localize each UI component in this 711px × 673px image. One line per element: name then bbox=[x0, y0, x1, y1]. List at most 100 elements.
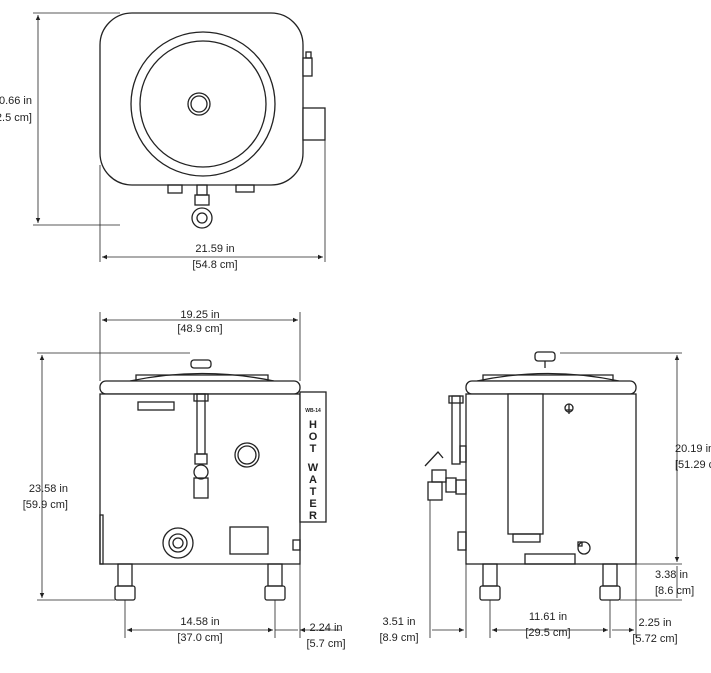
front-side-strip bbox=[99, 514, 104, 565]
top-faucet-stem bbox=[196, 184, 208, 196]
side-foot-left bbox=[479, 585, 501, 601]
front-leg-offset-cm-label: [5.7 cm] bbox=[306, 638, 345, 650]
panel-letter-t2: T bbox=[310, 486, 317, 498]
side-gauge-bracket bbox=[459, 445, 467, 463]
front-leg-right bbox=[267, 563, 283, 587]
side-leg-height-in-label: 3.38 in bbox=[655, 569, 688, 581]
side-leg-spacing-cm-label: [29.5 cm] bbox=[525, 627, 570, 639]
side-drain-fitting bbox=[457, 531, 467, 551]
front-leg-left bbox=[117, 563, 133, 587]
top-side-fitting bbox=[302, 57, 313, 77]
side-base-plate bbox=[524, 553, 576, 565]
top-view-dimensions bbox=[33, 12, 326, 262]
top-side-panel bbox=[302, 107, 326, 141]
front-panel-model-label: WB-14 bbox=[305, 408, 321, 414]
side-lid-dome bbox=[476, 372, 620, 382]
side-faucet-offset-cm-label: [8.9 cm] bbox=[379, 632, 418, 644]
side-rear-offset-cm-label: [5.72 cm] bbox=[632, 633, 677, 645]
front-foot-right bbox=[264, 585, 286, 601]
panel-letter-r: R bbox=[309, 510, 317, 522]
front-leg-offset-in-label: 2.24 in bbox=[309, 622, 342, 634]
side-faucet-body bbox=[431, 469, 447, 483]
side-drain-knob-mark bbox=[577, 541, 583, 547]
front-drain-ring-core bbox=[172, 537, 184, 549]
front-drain-ring-inner bbox=[168, 533, 188, 553]
side-body bbox=[465, 393, 637, 565]
front-nameplate bbox=[137, 401, 175, 411]
side-rear-offset-in-label: 2.25 in bbox=[638, 617, 671, 629]
top-drain-fitting bbox=[167, 184, 183, 194]
side-top-band bbox=[465, 380, 637, 395]
side-faucet-spout bbox=[427, 481, 443, 501]
side-panel-foot bbox=[512, 533, 541, 543]
side-sight-gauge bbox=[451, 395, 461, 465]
front-lid-knob bbox=[190, 359, 212, 369]
side-view-dimensions bbox=[429, 352, 682, 638]
top-body-outline bbox=[99, 12, 304, 186]
front-sight-gauge-cap bbox=[193, 393, 209, 402]
panel-letter-t: T bbox=[310, 443, 317, 455]
panel-letter-e: E bbox=[309, 498, 316, 510]
front-drain-ring bbox=[162, 527, 194, 559]
top-lid-knob bbox=[187, 92, 211, 116]
side-leg-left bbox=[482, 563, 498, 587]
side-faucet-fitting bbox=[455, 479, 467, 495]
side-drain-knob bbox=[577, 541, 591, 555]
side-hot-water-panel bbox=[507, 393, 544, 535]
side-lid-knob bbox=[534, 351, 556, 362]
front-faucet-body bbox=[194, 453, 208, 465]
top-width-in-label: 21.59 in bbox=[195, 243, 234, 255]
front-lid-rim bbox=[135, 374, 269, 382]
front-faucet-spout bbox=[193, 477, 209, 499]
top-lid-outer-ring bbox=[130, 31, 276, 177]
front-view bbox=[99, 359, 327, 601]
front-width-in-label: 19.25 in bbox=[180, 309, 219, 321]
panel-letter-w: W bbox=[308, 462, 319, 474]
front-label-plate bbox=[229, 526, 269, 555]
panel-letter-h: H bbox=[309, 419, 317, 431]
front-thermostat-knob bbox=[234, 442, 260, 468]
top-view bbox=[99, 12, 326, 229]
front-foot-left bbox=[114, 585, 136, 601]
top-lid-inner-ring bbox=[139, 40, 267, 168]
side-leg-height-cm-label: [8.6 cm] bbox=[655, 585, 694, 597]
panel-letter-a: A bbox=[309, 474, 317, 486]
side-faucet-connector bbox=[445, 477, 457, 493]
front-faucet-handle bbox=[193, 464, 209, 480]
front-thermostat-knob-inner bbox=[237, 445, 257, 465]
top-side-fitting-cap bbox=[305, 51, 312, 59]
top-faucet-handle bbox=[191, 207, 213, 229]
front-height-in-label: 23.58 in bbox=[29, 483, 68, 495]
front-leg-spacing-in-label: 14.58 in bbox=[180, 616, 219, 628]
front-height-cm-label: [59.9 cm] bbox=[23, 499, 68, 511]
front-top-band bbox=[99, 380, 301, 395]
side-sight-gauge-cap bbox=[448, 395, 464, 404]
front-side-fitting bbox=[292, 539, 301, 551]
side-latch bbox=[564, 403, 574, 413]
side-faucet-offset-in-label: 3.51 in bbox=[382, 616, 415, 628]
front-view-dimensions bbox=[37, 312, 340, 638]
side-foot-right bbox=[599, 585, 621, 601]
side-leg-right bbox=[602, 563, 618, 587]
front-width-cm-label: [48.9 cm] bbox=[177, 323, 222, 335]
top-faucet-body bbox=[194, 194, 210, 206]
side-view bbox=[424, 351, 637, 601]
top-width-cm-label: [54.8 cm] bbox=[192, 259, 237, 271]
side-height-cm-label: [51.29 cm] bbox=[675, 459, 711, 471]
panel-letter-o: O bbox=[309, 431, 318, 443]
side-leg-spacing-in-label: 11.61 in bbox=[529, 611, 567, 623]
side-faucet-handle bbox=[424, 451, 444, 467]
top-depth-cm-label: [52.5 cm] bbox=[0, 112, 32, 124]
front-hot-water-panel bbox=[299, 391, 327, 523]
front-hot-water-lettering: H O T W A T E R bbox=[308, 419, 319, 522]
front-leg-spacing-cm-label: [37.0 cm] bbox=[177, 632, 222, 644]
side-lid-rim bbox=[482, 374, 614, 382]
top-depth-in-label: 20.66 in bbox=[0, 95, 32, 107]
top-faucet-handle-inner bbox=[196, 212, 208, 224]
side-height-in-label: 20.19 in bbox=[675, 443, 711, 455]
top-lid-knob-inner bbox=[190, 95, 208, 113]
front-lid-dome bbox=[129, 372, 275, 382]
top-gauge-fitting bbox=[235, 184, 255, 193]
